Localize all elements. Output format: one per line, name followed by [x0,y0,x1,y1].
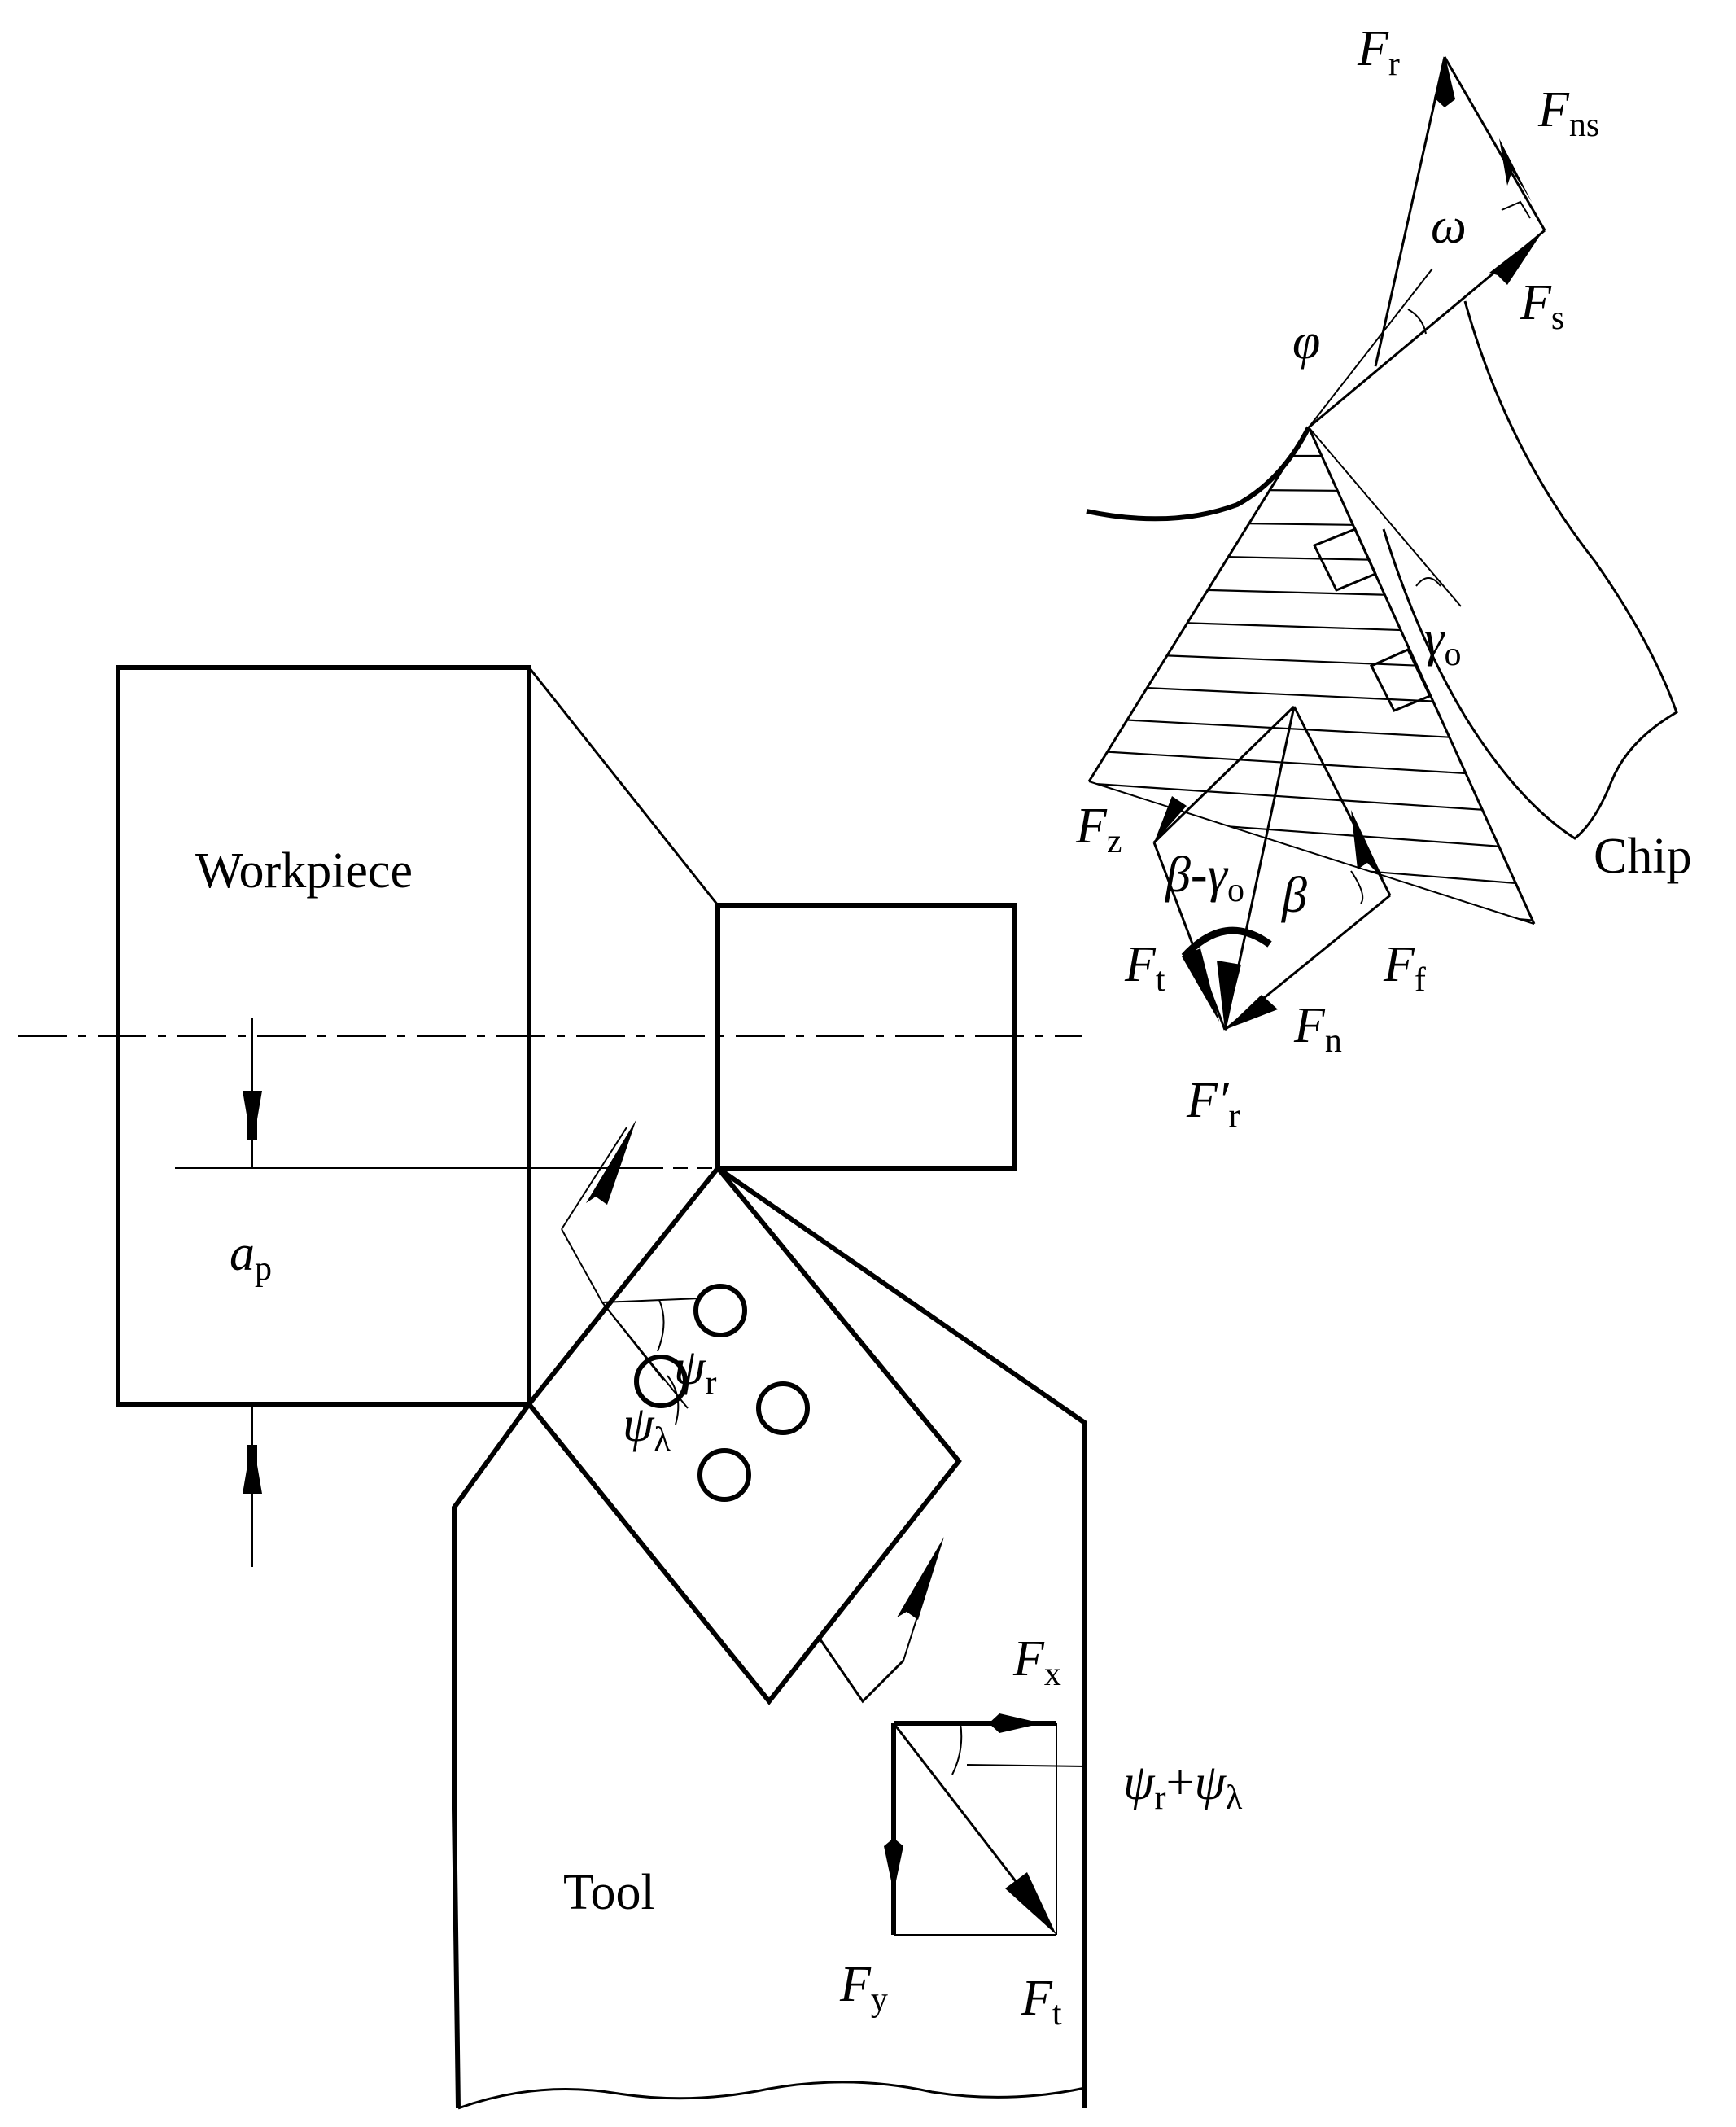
rake-reference-line [1308,427,1462,607]
beta-arc [1181,926,1272,960]
tool-shank [452,1403,531,2109]
fs-arrow [1489,232,1542,285]
shear-zone-edge-left [1087,427,1310,782]
label-fs: Fs [1520,275,1564,337]
label-psi-lambda: ψλ [623,1397,671,1459]
tool-force-box [884,1713,1087,1936]
chip-outline [1382,300,1678,840]
depth-arrow-bottom [243,1445,262,1494]
right-angle-box [1312,527,1378,592]
insert-hole [756,1381,810,1435]
shear-zone-hatching [1089,454,1534,923]
insert-hole [634,1355,688,1408]
fns-arrow [1499,138,1532,202]
tool-velocity-arrow [586,1119,636,1205]
label-fx: Fx [1012,1631,1061,1693]
fr-prime-arrow [1225,995,1278,1030]
tool-seat [816,1635,905,1704]
tool-shank-right [716,1166,1087,2108]
label-fr: Fr [1357,21,1400,83]
right-angle-box [1369,648,1432,712]
tool-insert [526,1164,962,1705]
label-phi: φ [1292,314,1320,370]
label-fns: Fns [1537,82,1599,144]
tool-velocity-arrow-shaft [561,1127,627,1230]
label-ap: ap [230,1226,272,1288]
chip-region [1086,268,1678,925]
label-psi-sum: ψr+ψλ [1123,1755,1243,1817]
force-diamond-lower [1152,705,1392,1031]
shear-zone-base [1088,781,1535,925]
label-psi-r: ψr [674,1340,717,1402]
tool [452,1119,1087,2110]
fx-arrow [989,1713,1042,1733]
label-omega: ω [1431,199,1467,254]
label-tool: Tool [563,1865,655,1920]
label-beta-minus-gamma: β-γo [1165,847,1244,909]
label-chip: Chip [1594,829,1692,884]
insert-hole [697,1448,751,1502]
fz-arrow [1154,796,1187,842]
label-ft-tool: Ft [1021,1971,1062,2033]
label-beta: β [1281,868,1307,923]
force-triangle-upper [1308,56,1546,429]
label-gamma-o: γo [1424,611,1461,673]
ft-tool-arrow [1005,1872,1056,1935]
ft-chip-arrow [1182,948,1219,1022]
fr-arrow [1434,57,1455,107]
label-ft-chip: Ft [1124,937,1165,999]
depth-of-cut-dimension [243,1018,262,1567]
label-fy: Fy [839,1957,888,2019]
work-surface-curve [1086,426,1311,522]
label-fz: Fz [1075,799,1122,860]
ff-chip-arrow [1351,810,1384,879]
label-fr-prime: F′r [1186,1073,1240,1135]
workpiece-taper [527,667,719,1168]
tool-bottom-break [457,2081,1086,2110]
label-fn: Fn [1293,998,1342,1060]
seat-arrow [897,1537,944,1620]
depth-arrow-top [243,1091,262,1140]
insert-hole [693,1284,747,1337]
fn-arrow [1217,961,1241,1030]
label-workpiece: Workpiece [195,843,413,899]
shear-plane-line [1308,268,1433,428]
psi-sum-leader [966,1764,1087,1767]
fy-arrow [884,1838,903,1893]
label-ff: Ff [1383,937,1426,999]
